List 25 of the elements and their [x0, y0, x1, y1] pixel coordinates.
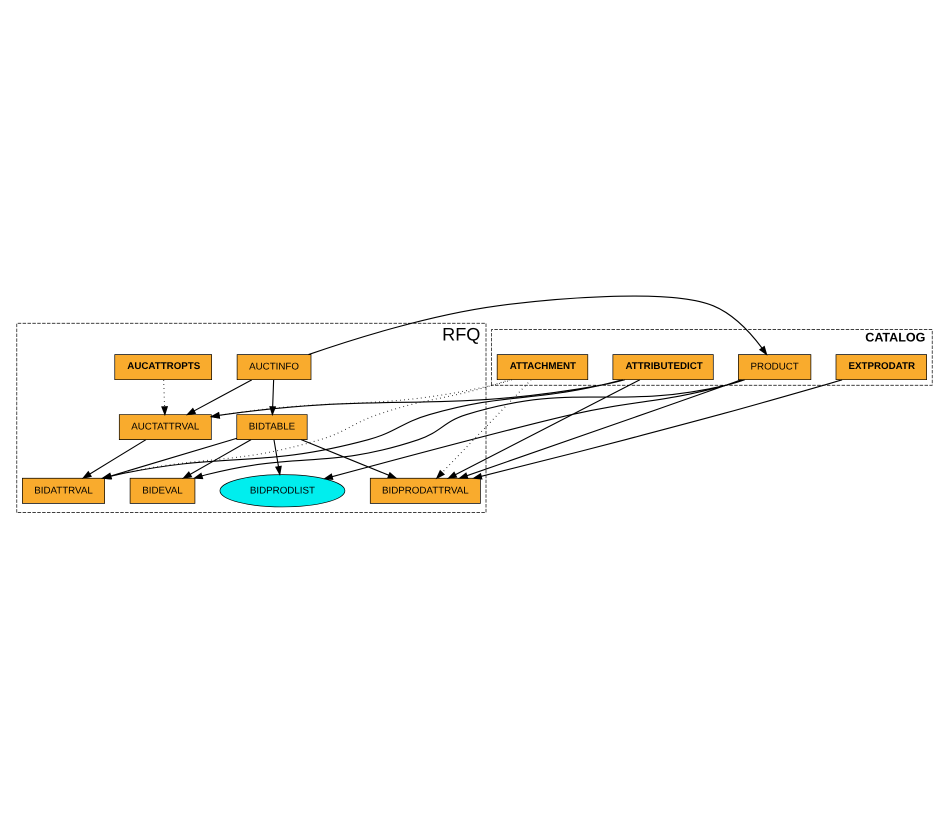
arrow	[182, 438, 252, 478]
arrow	[323, 378, 744, 480]
arrow	[472, 378, 842, 480]
node-box: AUCTINFO	[236, 354, 312, 380]
node-box: PRODUCT	[738, 354, 812, 380]
arrow	[273, 439, 282, 476]
node-box: BIDEVAL	[130, 477, 196, 504]
node-box: AUCTATTRVAL	[118, 414, 212, 440]
arrow	[210, 378, 625, 418]
arrow	[436, 378, 532, 479]
node-box: BIDATTRVAL	[22, 477, 105, 504]
arrow	[192, 378, 745, 479]
arrow	[447, 378, 640, 478]
node-box: AUCATTROPTS	[114, 354, 212, 380]
arrow	[458, 378, 742, 478]
arrow	[186, 378, 252, 415]
node-box: BIDPRODATTRVAL	[370, 477, 481, 504]
arrow	[308, 295, 768, 356]
node-box: EXTPRODATR	[836, 354, 927, 380]
node-box: ATTACHMENT	[496, 354, 588, 380]
node-box: BIDTABLE	[236, 414, 308, 440]
arrow	[300, 438, 398, 478]
arrow	[161, 379, 168, 416]
arrow	[210, 378, 512, 418]
node-box: ATTRIBUTEDICT	[612, 354, 714, 380]
